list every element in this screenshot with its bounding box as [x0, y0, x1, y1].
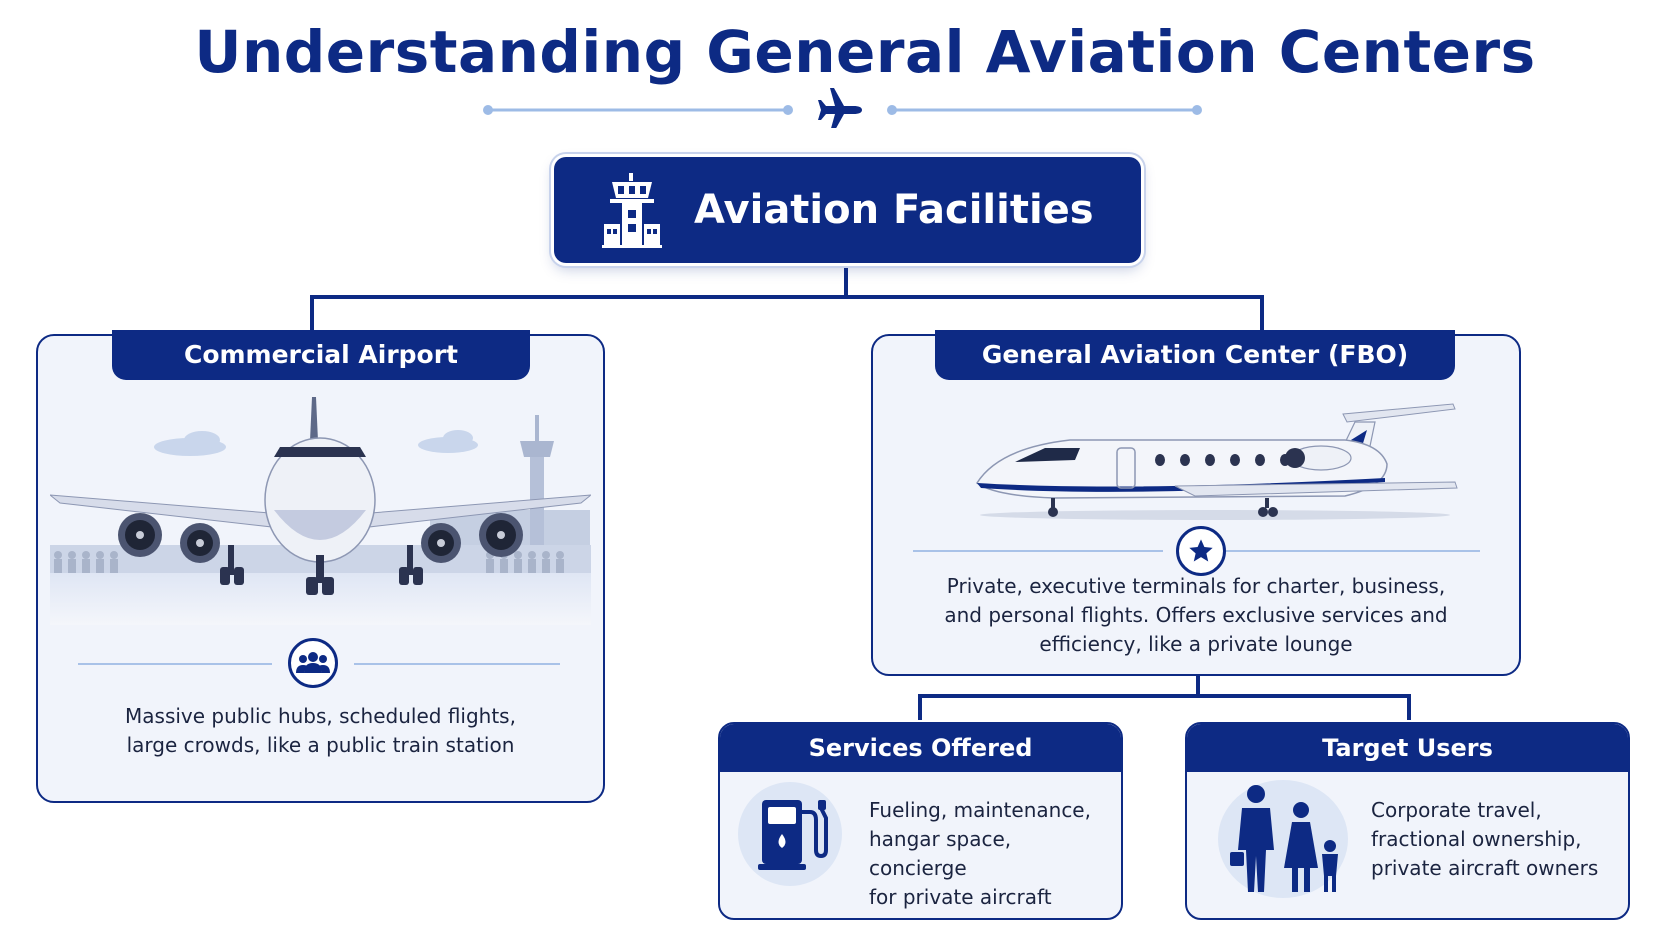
commercial-divider-left [78, 663, 272, 665]
fuel-pump-icon [758, 800, 828, 870]
page-title: Understanding General Aviation Centers [194, 18, 1536, 86]
users-description-line: private aircraft owners [1371, 856, 1599, 880]
fbo-description-line: Private, executive terminals for charter… [946, 574, 1446, 598]
fbo-divider-left [913, 550, 1163, 552]
commercial-description-line: large crowds, like a public train statio… [126, 733, 515, 757]
commercial-description: Massive public hubs, scheduled flights, … [50, 702, 591, 760]
family-icon-wrap [1218, 780, 1348, 898]
commercial-divider-right [354, 663, 560, 665]
fbo-card [871, 334, 1521, 676]
commercial-airport-header: Commercial Airport [112, 330, 530, 380]
root-node-label: Aviation Facilities [694, 187, 1094, 233]
fbo-description-line: and personal flights. Offers exclusive s… [944, 603, 1448, 627]
title-divider [483, 88, 1202, 128]
star-icon [1176, 526, 1226, 576]
services-offered-header: Services Offered [720, 724, 1121, 772]
people-group-icon [288, 638, 338, 688]
services-description: Fueling, maintenance, hangar space, conc… [869, 796, 1114, 912]
fbo-divider-right [1226, 550, 1480, 552]
airplane-icon [818, 88, 862, 128]
root-node-aviation-facilities: Aviation Facilities [554, 157, 1141, 263]
services-description-line: for private aircraft [869, 885, 1052, 909]
fbo-description: Private, executive terminals for charter… [885, 572, 1507, 659]
fuel-pump-icon-wrap [738, 782, 842, 886]
target-users-header: Target Users [1187, 724, 1628, 772]
services-description-line: Fueling, maintenance, [869, 798, 1091, 822]
users-description-line: Corporate travel, [1371, 798, 1542, 822]
users-description: Corporate travel, fractional ownership, … [1371, 796, 1621, 883]
control-tower-icon [602, 173, 662, 248]
fbo-header: General Aviation Center (FBO) [935, 330, 1455, 380]
family-icon [1230, 785, 1338, 892]
private-jet-illustration [975, 403, 1458, 520]
services-description-line: hangar space, concierge [869, 827, 1012, 880]
commercial-description-line: Massive public hubs, scheduled flights, [125, 704, 516, 728]
users-description-line: fractional ownership, [1371, 827, 1582, 851]
commercial-airliner-illustration [50, 397, 591, 625]
fbo-description-line: efficiency, like a private lounge [1039, 632, 1353, 656]
